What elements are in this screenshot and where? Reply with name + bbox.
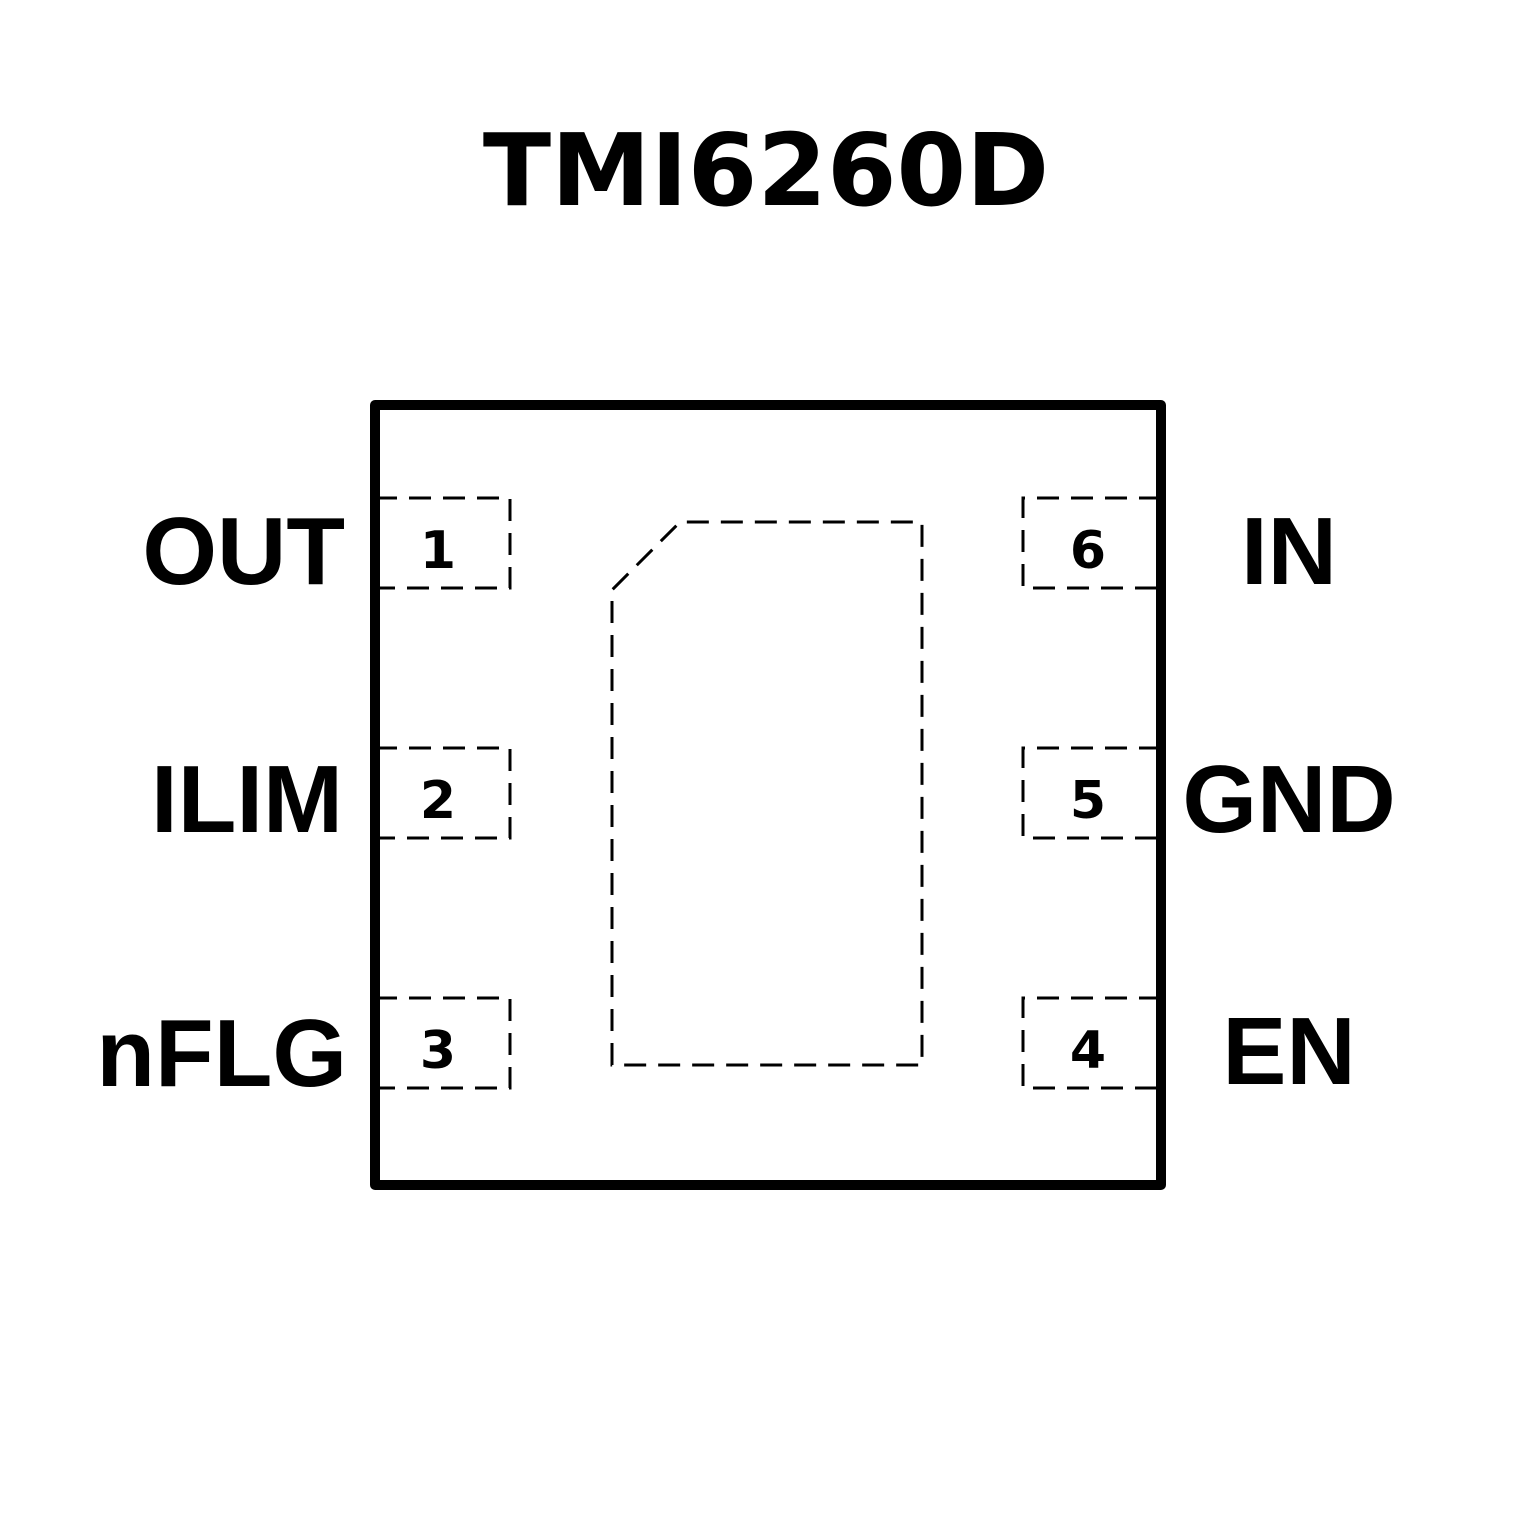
pin-pad-6 bbox=[1021, 496, 1161, 590]
pin-pad-2 bbox=[375, 746, 512, 840]
pin-2: 2 ILIM bbox=[151, 746, 512, 853]
pin-pad-1 bbox=[375, 496, 512, 590]
thermal-pad bbox=[610, 520, 924, 1067]
pin-6: 6 IN bbox=[1021, 496, 1337, 605]
pin-name-nflg: nFLG bbox=[96, 1000, 347, 1107]
pin-number-6: 6 bbox=[1070, 521, 1106, 581]
pin-name-in: IN bbox=[1241, 498, 1337, 605]
pin-pad-3 bbox=[375, 996, 512, 1090]
pin-3: 3 nFLG bbox=[96, 996, 512, 1107]
pin-pad-4 bbox=[1021, 996, 1161, 1090]
pin-name-ilim: ILIM bbox=[151, 746, 343, 853]
pin-number-5: 5 bbox=[1070, 771, 1106, 831]
pin-1: 1 OUT bbox=[142, 496, 512, 605]
pin-number-1: 1 bbox=[420, 521, 456, 581]
package-body bbox=[370, 400, 1166, 1190]
pin-name-gnd: GND bbox=[1182, 746, 1395, 853]
pin-number-3: 3 bbox=[420, 1021, 456, 1081]
pin-4: 4 EN bbox=[1021, 996, 1356, 1105]
chip-title: TMI6260D bbox=[483, 112, 1049, 229]
pin-5: 5 GND bbox=[1021, 746, 1396, 853]
pin-pad-5 bbox=[1021, 746, 1161, 840]
pin-name-out: OUT bbox=[142, 498, 345, 605]
pin-number-4: 4 bbox=[1070, 1021, 1106, 1081]
pin-name-en: EN bbox=[1222, 998, 1355, 1105]
pin-number-2: 2 bbox=[420, 771, 456, 831]
